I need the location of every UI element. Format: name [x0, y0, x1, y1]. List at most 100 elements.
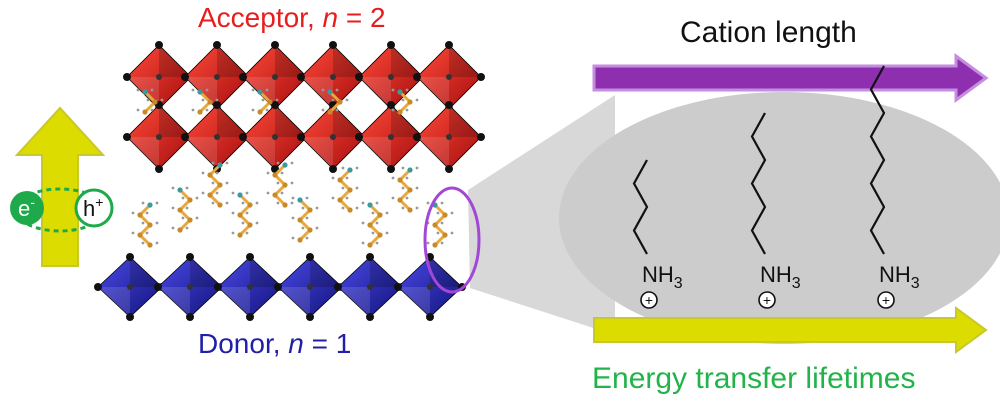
electron-label: e-: [18, 194, 35, 221]
cation-oval: [559, 92, 1000, 344]
spacer-chain: [321, 88, 349, 115]
acceptor-octahedron: [355, 101, 427, 173]
spacer-chain: [331, 166, 359, 213]
halide-atom: [477, 133, 485, 141]
spacer-chain: [191, 88, 219, 115]
donor-octahedron: [394, 253, 466, 321]
ammonium-label: NH3: [760, 262, 801, 292]
zoom-cone: [468, 95, 615, 335]
halide-atom: [214, 283, 222, 291]
exciton-up-arrow: [14, 106, 106, 267]
halide-atom: [387, 101, 395, 109]
donor-octahedron: [154, 253, 226, 321]
spacer-chain: [391, 88, 419, 115]
halide-atom: [94, 283, 102, 291]
halide-atom: [334, 283, 342, 291]
halide-atom: [445, 165, 453, 173]
donor-octahedron: [214, 253, 286, 321]
positive-charge-icon: [877, 291, 895, 309]
halide-atom: [297, 133, 305, 141]
halide-atom: [366, 313, 374, 321]
ammonium-label: NH3: [879, 262, 920, 292]
energy-transfer-label: Energy transfer lifetimes: [592, 362, 916, 395]
spacer-chain: [266, 161, 294, 208]
halide-atom: [394, 283, 402, 291]
halide-atom: [306, 253, 314, 261]
halide-atom: [155, 165, 163, 173]
acceptor-octahedron: [181, 101, 253, 173]
spacer-chain: [171, 186, 199, 233]
energy-transfer-arrow: [593, 306, 988, 354]
acceptor-octahedron: [297, 41, 369, 113]
halide-atom: [186, 253, 194, 261]
halide-atom: [297, 73, 305, 81]
halide-atom: [477, 73, 485, 81]
acceptor-layer: [123, 41, 485, 173]
cation-length-label: Cation length: [680, 16, 857, 49]
cation-octylammonium: NH3+: [869, 65, 920, 309]
hole-icon: [74, 188, 114, 228]
halide-atom: [271, 101, 279, 109]
halide-atom: [426, 313, 434, 321]
halide-atom: [387, 41, 395, 49]
halide-atom: [154, 283, 162, 291]
spacer-chain: [391, 166, 419, 213]
donor-layer: [94, 253, 466, 321]
halide-atom: [239, 133, 247, 141]
halide-atom: [445, 101, 453, 109]
acceptor-octahedron: [123, 101, 195, 173]
halide-atom: [271, 41, 279, 49]
positive-charge-icon: [758, 291, 776, 309]
spacer-chain: [291, 196, 319, 243]
spacer-chain: [136, 88, 164, 115]
halide-atom: [246, 313, 254, 321]
electron-icon: [10, 191, 44, 225]
halide-atom: [186, 313, 194, 321]
halide-atom: [123, 73, 131, 81]
halide-atom: [126, 253, 134, 261]
halide-atom: [413, 73, 421, 81]
halide-atom: [155, 41, 163, 49]
cation-hexylammonium: NH3+: [750, 112, 801, 309]
halide-atom: [239, 73, 247, 81]
halide-atom: [213, 101, 221, 109]
spacer-chain: [231, 191, 259, 238]
halide-atom: [246, 253, 254, 261]
halide-atom: [213, 41, 221, 49]
spacer-chain: [131, 201, 159, 248]
donor-octahedron: [94, 253, 166, 321]
spacer-chain: [201, 161, 229, 208]
spacer-chains: [131, 88, 454, 248]
halide-atom: [445, 41, 453, 49]
halide-atom: [387, 165, 395, 173]
hole-label: h+: [83, 194, 103, 221]
donor-octahedron: [334, 253, 406, 321]
halide-atom: [329, 165, 337, 173]
spacer-chain: [426, 201, 454, 248]
cation-length-arrow: [592, 53, 989, 103]
spacer-chain: [361, 201, 389, 248]
halide-atom: [274, 283, 282, 291]
halide-atom: [181, 73, 189, 81]
halide-atom: [181, 133, 189, 141]
halide-atom: [355, 133, 363, 141]
positive-charge-icon: [640, 291, 658, 309]
plus-sign: +: [645, 292, 653, 308]
cation-structures: NH3+NH3+NH3+: [632, 65, 920, 309]
spacer-chain: [251, 88, 279, 115]
plus-sign: +: [763, 292, 771, 308]
plus-sign: +: [882, 292, 890, 308]
halide-atom: [355, 73, 363, 81]
donor-octahedron: [274, 253, 346, 321]
ammonium-label: NH3: [642, 262, 683, 292]
acceptor-octahedron: [413, 41, 485, 113]
halide-atom: [306, 313, 314, 321]
donor-label: Donor, n = 1: [198, 328, 352, 359]
acceptor-octahedron: [355, 41, 427, 113]
cation-butylammonium: NH3+: [632, 159, 683, 309]
halide-atom: [413, 133, 421, 141]
acceptor-octahedron: [413, 101, 485, 173]
acceptor-label: Acceptor, n = 2: [198, 2, 386, 33]
halide-atom: [126, 313, 134, 321]
